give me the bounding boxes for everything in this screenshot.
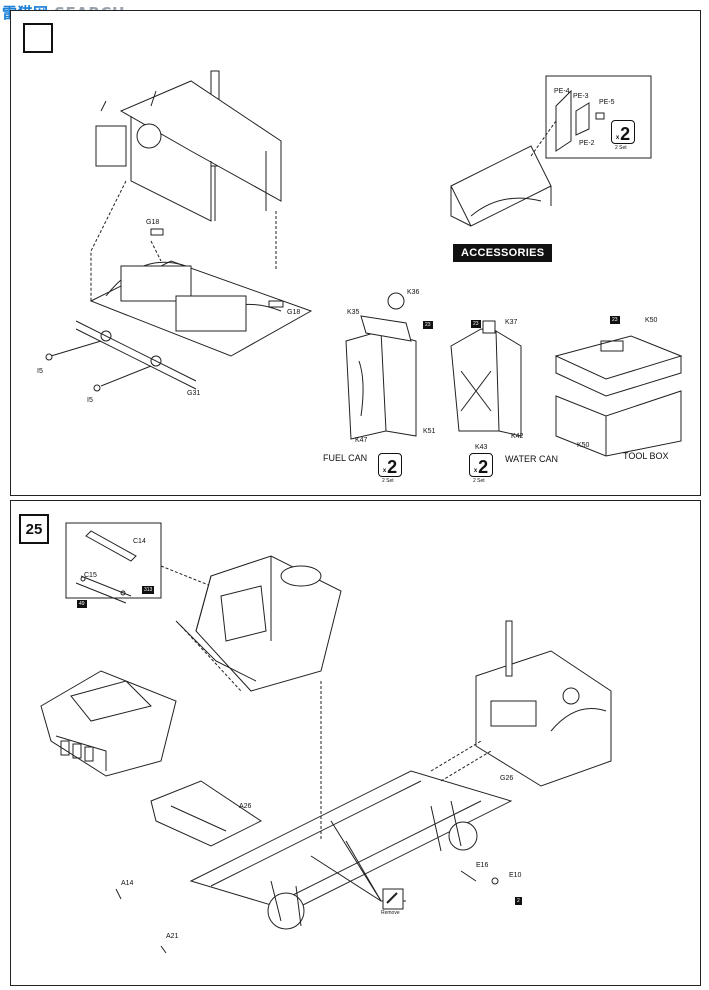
water-count: 2 (478, 457, 489, 477)
label-e16: E16 (476, 862, 489, 869)
top-assembly-drawing (45, 70, 683, 457)
label-g18a: G18 (146, 219, 160, 226)
accessories-title: ACCESSORIES (453, 244, 553, 262)
label-i5a: I5 (37, 368, 43, 375)
water-set-label: 2 Set (473, 478, 485, 484)
ref-23b: 23 (471, 320, 481, 328)
label-e10: E10 (509, 872, 522, 879)
pe-set-label: 2 Set (615, 145, 627, 151)
ref-2: 2 (515, 897, 522, 905)
tool-box-caption: TOOL BOX (623, 451, 669, 461)
fuel-can-caption: FUEL CAN (323, 453, 368, 463)
label-k43: K43 (475, 444, 488, 451)
label-c14: C14 (133, 538, 146, 545)
ref-49: 49 (77, 600, 87, 608)
label-k35: K35 (347, 309, 360, 316)
label-k47: K47 (355, 437, 368, 444)
label-k42: K42 (511, 433, 524, 440)
ref-23c: 23 (610, 316, 620, 324)
step-number: 25 (19, 514, 49, 544)
remove-label: Remove (381, 910, 400, 916)
label-pe3: PE-3 (573, 93, 589, 100)
bottom-panel: 25 (10, 500, 701, 986)
label-k50b: K50 (577, 442, 590, 449)
label-a14: A14 (121, 880, 134, 887)
label-a21: A21 (166, 933, 179, 940)
ref-313: 313 (142, 586, 155, 594)
label-a26: A26 (239, 803, 252, 810)
pe-mult: x (615, 135, 620, 141)
label-pe4: PE-4 (554, 88, 570, 95)
fuel-count: 2 (387, 457, 398, 477)
fuel-set-label: 2 Set (382, 478, 394, 484)
label-g26: G26 (500, 775, 514, 782)
label-i5b: I5 (87, 397, 93, 404)
label-k37: K37 (505, 319, 518, 326)
step-box-empty (23, 23, 53, 53)
ref-23a: 23 (423, 321, 433, 329)
label-g31: G31 (187, 390, 201, 397)
water-mult: x (473, 468, 478, 474)
label-g18b: G18 (287, 309, 301, 316)
label-pe2: PE-2 (579, 140, 595, 147)
label-k50a: K50 (645, 317, 658, 324)
bottom-assembly-drawing (40, 522, 612, 954)
label-k36: K36 (407, 289, 420, 296)
fuel-mult: x (382, 468, 387, 474)
label-pe5: PE-5 (599, 99, 615, 106)
label-c15: C15 (84, 572, 97, 579)
pe-count: 2 (620, 124, 631, 144)
water-can-caption: WATER CAN (505, 454, 558, 464)
label-k51: K51 (423, 428, 436, 435)
